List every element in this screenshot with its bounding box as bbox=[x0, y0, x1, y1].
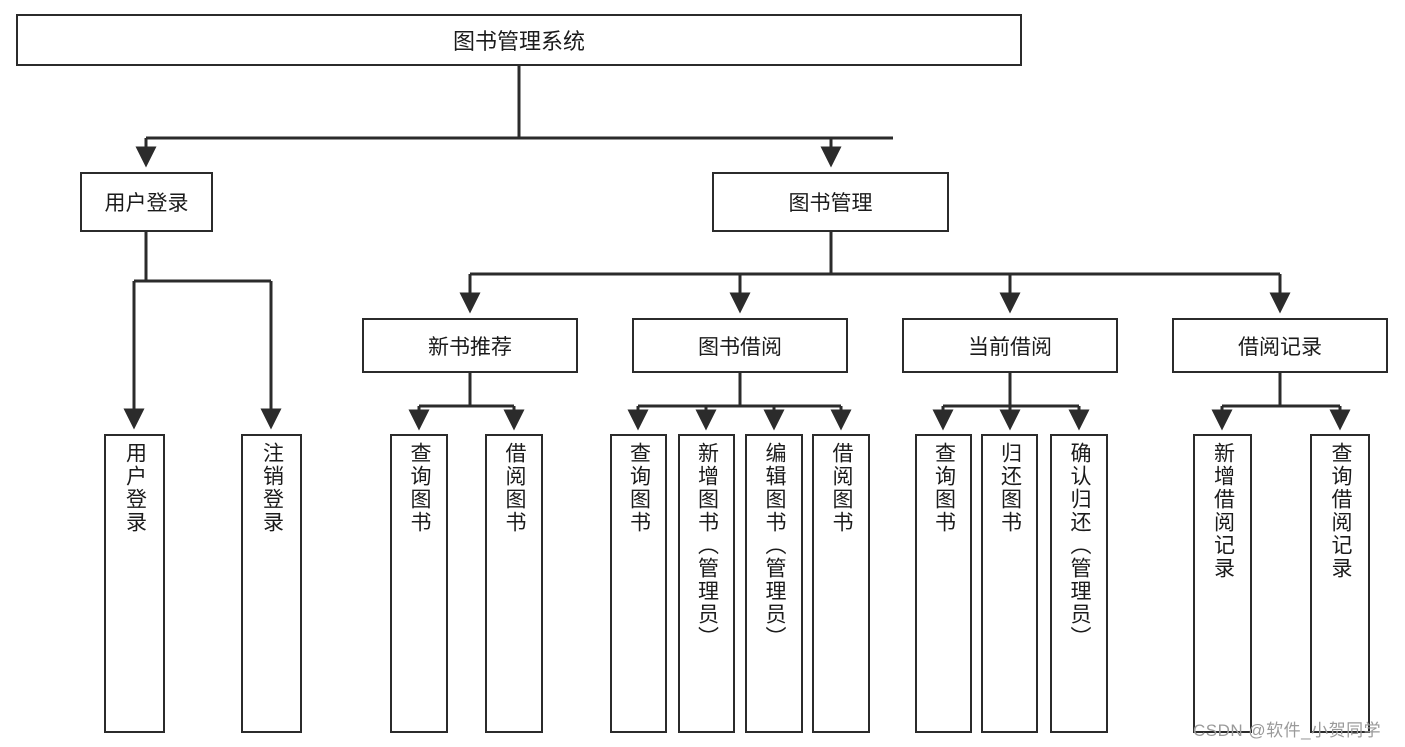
node-root[interactable]: 图书管理系统 bbox=[16, 14, 1022, 66]
node-book-management[interactable]: 图书管理 bbox=[712, 172, 949, 232]
leaf-edit-book-admin[interactable]: 编辑图书（管理员） bbox=[745, 434, 803, 733]
leaf-borrow-book[interactable]: 借阅图书 bbox=[812, 434, 870, 733]
node-new-book-recommend[interactable]: 新书推荐 bbox=[362, 318, 578, 373]
leaf-label: 编辑图书（管理员） bbox=[763, 442, 787, 649]
leaf-label: 归还图书 bbox=[998, 442, 1022, 534]
node-borrow-record[interactable]: 借阅记录 bbox=[1172, 318, 1388, 373]
leaf-label: 查询图书 bbox=[408, 442, 432, 534]
leaf-query-book-newbook[interactable]: 查询图书 bbox=[390, 434, 448, 733]
node-book-borrow[interactable]: 图书借阅 bbox=[632, 318, 848, 373]
watermark-text: CSDN @软件_小贺同学 bbox=[1193, 721, 1382, 740]
leaf-label: 新增图书（管理员） bbox=[695, 442, 719, 649]
leaf-label: 确认归还（管理员） bbox=[1068, 442, 1092, 649]
leaf-label: 注销登录 bbox=[260, 442, 284, 534]
leaf-label: 借阅图书 bbox=[830, 442, 854, 534]
leaf-add-book-admin[interactable]: 新增图书（管理员） bbox=[678, 434, 735, 733]
leaf-confirm-return-admin[interactable]: 确认归还（管理员） bbox=[1050, 434, 1108, 733]
leaf-user-login[interactable]: 用户登录 bbox=[104, 434, 165, 733]
node-user-login[interactable]: 用户登录 bbox=[80, 172, 213, 232]
leaf-add-borrow-record[interactable]: 新增借阅记录 bbox=[1193, 434, 1252, 733]
leaf-label: 用户登录 bbox=[123, 442, 147, 534]
leaf-user-logout[interactable]: 注销登录 bbox=[241, 434, 302, 733]
leaf-label: 查询图书 bbox=[932, 442, 956, 534]
leaf-label: 查询图书 bbox=[627, 442, 651, 534]
leaf-query-borrow-record[interactable]: 查询借阅记录 bbox=[1310, 434, 1370, 733]
leaf-label: 借阅图书 bbox=[503, 442, 527, 534]
leaf-borrow-book-newbook[interactable]: 借阅图书 bbox=[485, 434, 543, 733]
leaf-query-book-current[interactable]: 查询图书 bbox=[915, 434, 972, 733]
leaf-label: 查询借阅记录 bbox=[1329, 442, 1353, 580]
leaf-query-book-borrow[interactable]: 查询图书 bbox=[610, 434, 667, 733]
node-current-borrow[interactable]: 当前借阅 bbox=[902, 318, 1118, 373]
leaf-return-book[interactable]: 归还图书 bbox=[981, 434, 1038, 733]
leaf-label: 新增借阅记录 bbox=[1211, 442, 1235, 580]
